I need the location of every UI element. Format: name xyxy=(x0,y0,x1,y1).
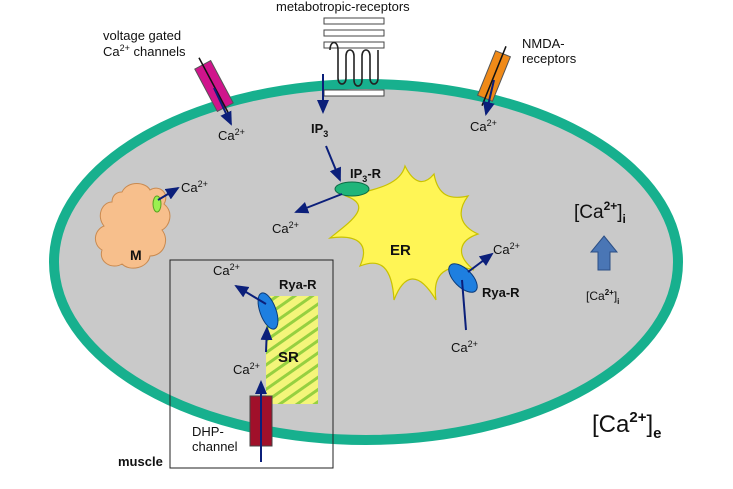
ca-label-vgcc: Ca2+ xyxy=(218,127,245,143)
muscle-label: muscle xyxy=(118,454,163,469)
ip3-label: IP3 xyxy=(311,121,328,139)
sr-label: SR xyxy=(278,349,299,366)
ca-label-mito: Ca2+ xyxy=(181,179,208,195)
nmda-receptor xyxy=(476,46,512,106)
arrow-ip3r-release xyxy=(294,193,343,214)
arrow-ryar-sr-release xyxy=(234,284,267,305)
arrow-ryar-er-upper-line xyxy=(461,279,467,331)
ca-label-dhp: Ca2+ xyxy=(233,361,260,377)
er-label: ER xyxy=(390,242,411,259)
rya-r-er-label: Rya-R xyxy=(482,285,520,300)
ca-i-small: [Ca2+]i xyxy=(586,288,619,306)
ip3r-label: IP3-R xyxy=(350,166,382,184)
dhp-label-line2: channel xyxy=(192,439,238,454)
ip3-receptor xyxy=(334,181,370,197)
metabotropic-label: metabotropic-receptors xyxy=(276,0,410,14)
endoplasmic-reticulum xyxy=(327,164,480,301)
arrow-ip3-to-ip3r xyxy=(325,145,341,182)
mitochondrion xyxy=(95,183,171,269)
nmda-label-line2: receptors xyxy=(522,51,577,66)
arrow-ryar-er-release xyxy=(467,252,494,273)
vgcc-label-line2: Ca2+ channels xyxy=(103,43,186,59)
arrow-mito-release xyxy=(157,186,180,201)
ca-label-ryar-er-top: Ca2+ xyxy=(493,241,520,257)
muscle-inset-box xyxy=(169,259,334,469)
arrow-vgcc-influx xyxy=(213,87,232,126)
arrow-sr-feed xyxy=(260,326,273,353)
rya-r-sr-label: Rya-R xyxy=(279,277,317,292)
mito-label: M xyxy=(130,247,142,263)
ca-label-ip3r: Ca2+ xyxy=(272,220,299,236)
ca-e-label: [Ca2+]e xyxy=(592,409,661,442)
vgcc-label-line1: voltage gated xyxy=(103,28,181,43)
nmda-label-line1: NMDA- xyxy=(522,36,565,51)
voltage-gated-calcium-channel xyxy=(194,57,234,115)
ca-label-ryar-sr: Ca2+ xyxy=(213,262,240,278)
up-arrow-icon xyxy=(589,235,619,271)
ca-i-large: [Ca2+]i xyxy=(574,199,626,226)
ca-label-ryar-er-bottom: Ca2+ xyxy=(451,339,478,355)
flux-arrows xyxy=(157,74,495,462)
dhp-label-line1: DHP- xyxy=(192,424,224,439)
arrow-nmda-influx xyxy=(482,79,495,116)
ca-label-nmda: Ca2+ xyxy=(470,118,497,134)
